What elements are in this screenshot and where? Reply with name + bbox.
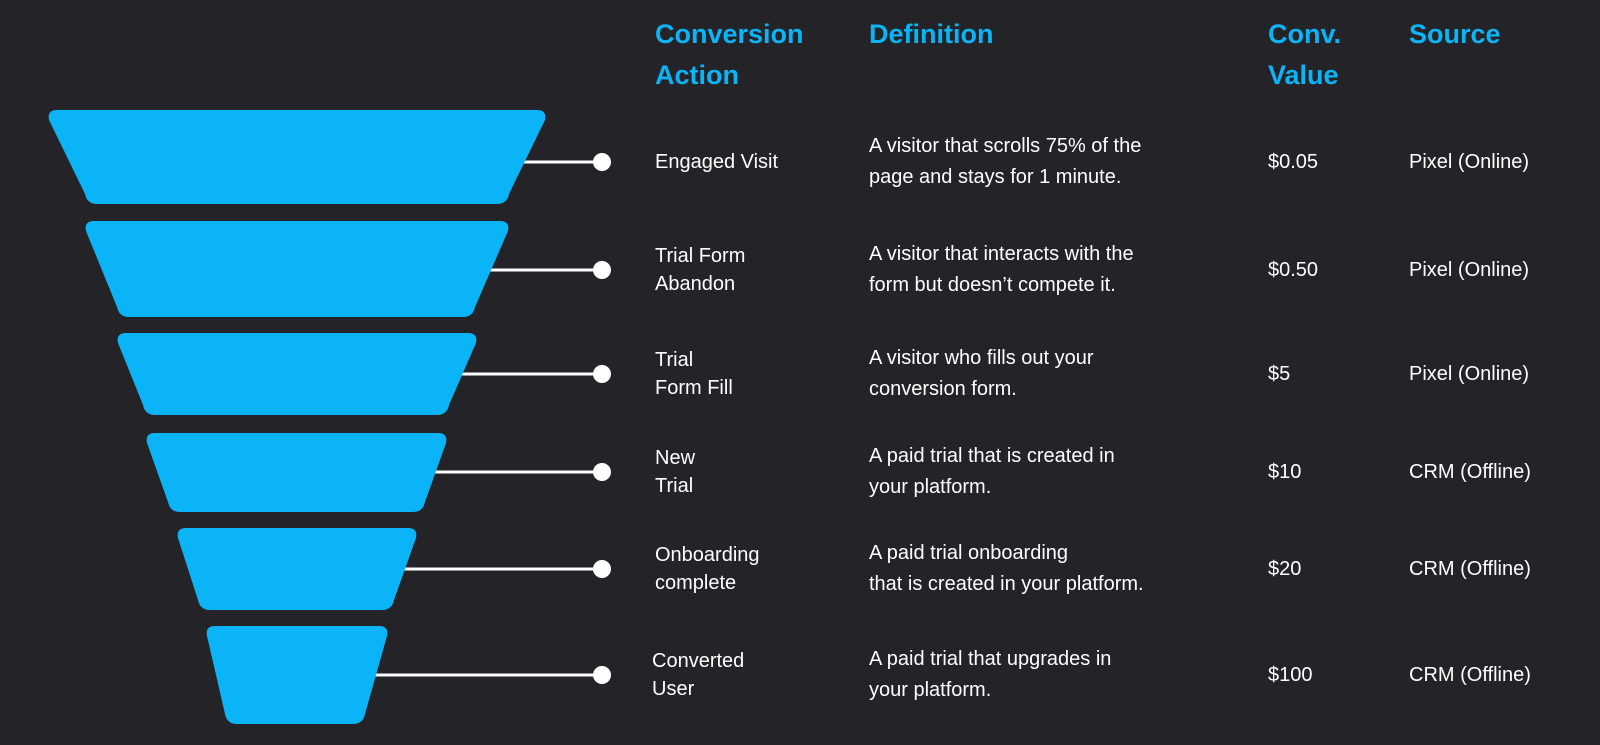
funnel-tier-1 bbox=[48, 110, 546, 204]
conversion-action: Engaged Visit bbox=[655, 151, 779, 173]
connector-dot bbox=[593, 560, 611, 578]
table-row: Trial Form Abandon A visitor that intera… bbox=[0, 243, 1600, 296]
definition-text: A paid trial onboarding that is created … bbox=[869, 542, 1144, 595]
connector-dot bbox=[593, 261, 611, 279]
conversion-action: Trial Form Abandon bbox=[655, 245, 746, 295]
definition-text: A paid trial that upgrades in your platf… bbox=[869, 648, 1112, 701]
conversion-value: $0.05 bbox=[1268, 151, 1319, 173]
conversion-action: Trial Form Fill bbox=[655, 349, 733, 399]
conversion-value: $20 bbox=[1268, 558, 1302, 580]
table-row: Converted User A paid trial that upgrade… bbox=[0, 648, 1600, 701]
conversion-value: $0.50 bbox=[1268, 259, 1319, 281]
definition-text: A visitor that interacts with the form b… bbox=[869, 243, 1134, 296]
funnel-diagram bbox=[48, 110, 611, 724]
definition-text: A paid trial that is created in your pla… bbox=[869, 445, 1115, 498]
source-label: Pixel (Online) bbox=[1409, 363, 1530, 385]
connector-dot bbox=[593, 463, 611, 481]
table-row: New Trial A paid trial that is created i… bbox=[0, 445, 1600, 498]
column-header-source: Source bbox=[1409, 19, 1501, 49]
funnel-tier-2 bbox=[85, 221, 509, 317]
definition-text: A visitor that scrolls 75% of the page a… bbox=[869, 135, 1142, 188]
source-label: Pixel (Online) bbox=[1409, 151, 1530, 173]
source-label: Pixel (Online) bbox=[1409, 259, 1530, 281]
column-header-definition: Definition bbox=[869, 19, 994, 49]
definition-text: A visitor who fills out your conversion … bbox=[869, 347, 1094, 400]
conversion-value: $5 bbox=[1268, 363, 1291, 385]
table-row: Onboarding complete A paid trial onboard… bbox=[0, 542, 1600, 595]
source-label: CRM (Offline) bbox=[1409, 558, 1531, 580]
column-header-action: Conversion Action bbox=[655, 19, 804, 90]
connector-dot bbox=[593, 666, 611, 684]
source-label: CRM (Offline) bbox=[1409, 461, 1531, 483]
conversion-value: $100 bbox=[1268, 664, 1313, 686]
conversion-action: New Trial bbox=[655, 447, 696, 497]
connector-dot bbox=[593, 153, 611, 171]
funnel-tier-6 bbox=[206, 626, 388, 724]
table-row: Trial Form Fill A visitor who fills out … bbox=[0, 347, 1600, 400]
column-header-value: Conv. Value bbox=[1268, 19, 1341, 90]
source-label: CRM (Offline) bbox=[1409, 664, 1531, 686]
funnel-tier-3 bbox=[117, 333, 477, 415]
conversion-action: Onboarding complete bbox=[655, 544, 760, 594]
table-row: Engaged Visit A visitor that scrolls 75%… bbox=[0, 135, 1600, 188]
connector-dot bbox=[593, 365, 611, 383]
funnel-tier-4 bbox=[146, 433, 447, 512]
funnel-tier-5 bbox=[177, 528, 417, 610]
conversion-value: $10 bbox=[1268, 461, 1302, 483]
conversion-action: Converted User bbox=[652, 650, 745, 700]
